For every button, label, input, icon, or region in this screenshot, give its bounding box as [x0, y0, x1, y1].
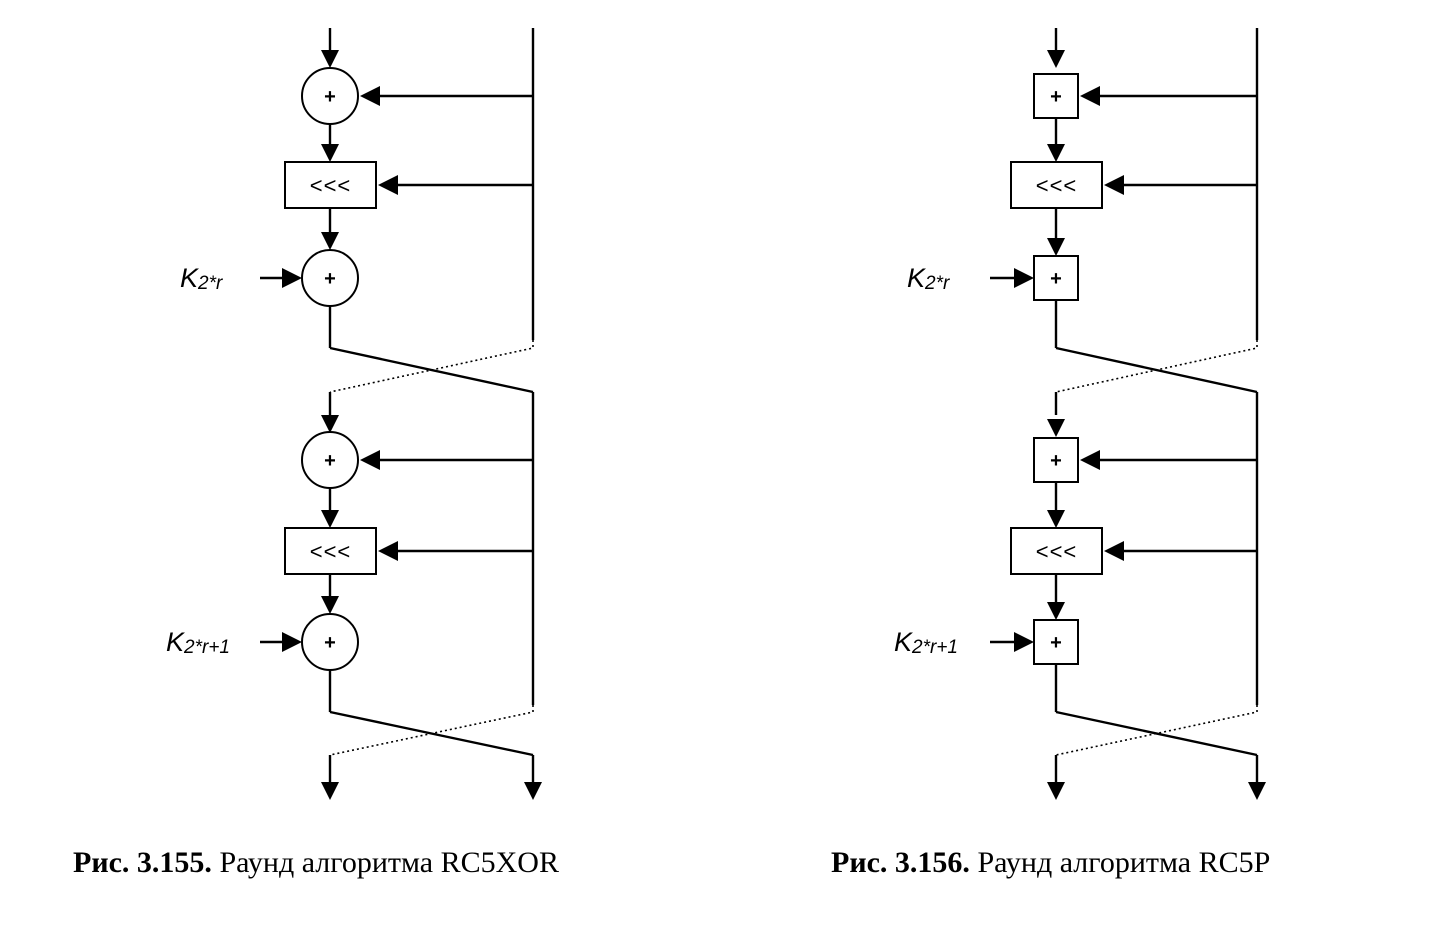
combiner-2-a: +: [1033, 437, 1079, 483]
plus-symbol: +: [1050, 632, 1062, 654]
arrow-1-to-key: [321, 232, 339, 250]
cross2-dotted-diagonal: [329, 705, 534, 756]
arrow-1-to-rot: [1047, 144, 1065, 162]
plus-symbol: +: [1050, 450, 1062, 472]
combiner-1-a: +: [1033, 73, 1079, 119]
rot-feed-arrow-2: [1104, 541, 1124, 561]
add-square: [1033, 255, 1079, 301]
arrow-2-to-rot: [321, 510, 339, 528]
arrow-1-to-rot: [321, 144, 339, 162]
round-key-label-2: K2*r+1: [894, 627, 958, 658]
output-left-arrow: [321, 782, 339, 800]
arrow-2-to-key: [1047, 602, 1065, 620]
key-arrow-2: [1014, 632, 1034, 652]
add-square: [1033, 73, 1079, 119]
rotate-symbol: <<<: [310, 539, 352, 564]
plus-symbol: +: [324, 268, 336, 290]
caption-text-rc5p: Раунд алгоритма RC5P: [977, 846, 1271, 879]
plus-symbol: +: [324, 450, 336, 472]
rotate-symbol: <<<: [1036, 173, 1078, 198]
combiner-1-a: +: [301, 67, 359, 125]
cross1-arrow: [321, 415, 339, 433]
cross2-dotted-diagonal: [1055, 705, 1258, 756]
combiner-1-key: +: [301, 249, 359, 307]
plus-symbol: +: [324, 632, 336, 654]
rotate-box-frame: [1010, 527, 1103, 575]
round-diagram-rc5p: + <<< + K2*r + <<< + K2*r+1: [894, 28, 1266, 800]
rotate-box-frame: [284, 161, 377, 209]
arrow-1-to-key: [1047, 238, 1065, 256]
caption-rc5p: Рис. 3.156. Раунд алгоритма RC5P: [831, 846, 1270, 880]
combiner-2-key: +: [1033, 619, 1079, 665]
rotate-box-1: <<<: [284, 161, 377, 209]
figure-number-rc5xor: Рис. 3.155.: [73, 846, 212, 879]
rotate-box-1: <<<: [1010, 161, 1103, 209]
combiner-1-key: +: [1033, 255, 1079, 301]
arrow-2-to-key: [321, 596, 339, 614]
rotate-box-frame: [284, 527, 377, 575]
cross1-dotted-diagonal: [1055, 340, 1258, 393]
rotate-box-2: <<<: [1010, 527, 1103, 575]
feed-arrow-1-a: [360, 86, 380, 106]
round-key-label-1: K2*r: [907, 263, 950, 294]
rot-feed-arrow-1: [1104, 175, 1124, 195]
rotate-symbol: <<<: [310, 173, 352, 198]
rotate-box-2: <<<: [284, 527, 377, 575]
plus-symbol: +: [324, 86, 336, 108]
output-right-arrow: [524, 782, 542, 800]
plus-symbol: +: [1050, 86, 1062, 108]
plus-symbol: +: [1050, 268, 1062, 290]
rotate-box-frame: [1010, 161, 1103, 209]
cross1-dotted-diagonal: [329, 340, 534, 393]
cross2-solid-diagonal: [1055, 710, 1258, 757]
cross1-arrow: [1047, 419, 1065, 437]
combiner-2-key: +: [301, 613, 359, 671]
feed-arrow-2-a: [1080, 450, 1100, 470]
rotate-symbol: <<<: [1036, 539, 1078, 564]
feed-arrow-1-a: [1080, 86, 1100, 106]
round-key-label-1: K2*r: [180, 263, 223, 294]
input-arrow: [1047, 50, 1065, 68]
output-left-arrow: [1047, 782, 1065, 800]
key-arrow-2: [282, 632, 302, 652]
arrow-2-to-rot: [1047, 510, 1065, 528]
feed-arrow-2-a: [360, 450, 380, 470]
combiner-2-a: +: [301, 431, 359, 489]
round-diagram-rc5xor: + <<< + K2*r + <<< + K2*r+1: [166, 28, 542, 800]
key-arrow-1: [282, 268, 302, 288]
figure-number-rc5p: Рис. 3.156.: [831, 846, 970, 879]
input-arrow: [321, 50, 339, 68]
key-arrow-1: [1014, 268, 1034, 288]
rot-feed-arrow-2: [378, 541, 398, 561]
caption-rc5xor: Рис. 3.155. Раунд алгоритма RC5XOR: [73, 846, 559, 880]
round-key-label-2: K2*r+1: [166, 627, 230, 658]
output-right-arrow: [1248, 782, 1266, 800]
rot-feed-arrow-1: [378, 175, 398, 195]
caption-text-rc5xor: Раунд алгоритма RC5XOR: [219, 846, 559, 879]
